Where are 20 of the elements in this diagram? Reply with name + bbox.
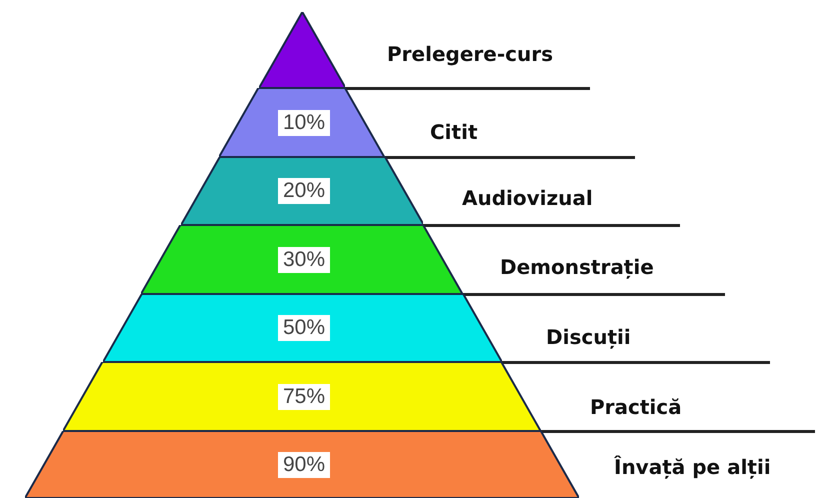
level-label: Prelegere-curs xyxy=(387,42,553,66)
percentage-label: 10% xyxy=(278,110,330,136)
percentage-label: 75% xyxy=(278,384,330,410)
level-label: Demonstrație xyxy=(500,255,654,279)
pyramid-level xyxy=(180,157,424,225)
percentage-label: 20% xyxy=(278,178,330,204)
level-label: Învață pe alții xyxy=(614,455,771,479)
level-label: Audiovizual xyxy=(462,186,593,210)
pyramid-level xyxy=(63,362,541,431)
pyramid-level xyxy=(102,294,502,362)
pyramid-level xyxy=(219,88,385,157)
pyramid-level xyxy=(24,431,579,498)
level-label: Citit xyxy=(430,120,478,144)
level-label: Discuții xyxy=(546,325,631,349)
pyramid-level xyxy=(258,12,346,88)
percentage-label: 90% xyxy=(278,452,330,478)
pyramid-level xyxy=(141,225,463,294)
level-label: Practică xyxy=(590,395,682,419)
percentage-label: 30% xyxy=(278,246,330,272)
percentage-label: 50% xyxy=(278,315,330,341)
